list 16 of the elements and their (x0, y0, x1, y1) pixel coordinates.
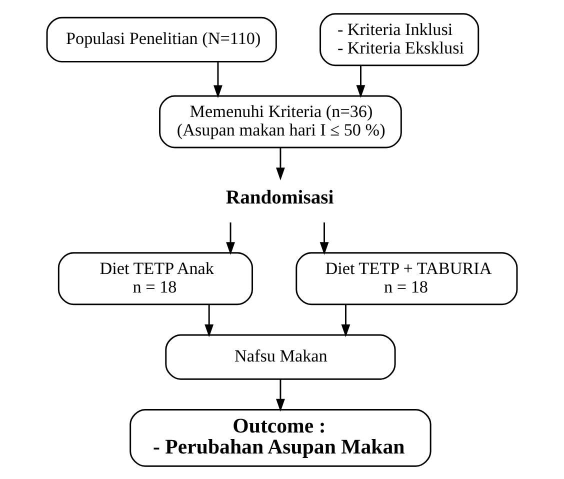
node-box: - Kriteria Inklusi - Kriteria Eksklusi (320, 12, 480, 66)
node-text: Randomisasi (226, 187, 334, 208)
node-box: Memenuhi Kriteria (n=36) (Asupan makan hari I ≤ 50 %) (159, 94, 402, 148)
node-box: Populasi Penelitian (N=110) (46, 16, 277, 62)
arrow (320, 222, 329, 254)
arrow (204, 304, 214, 337)
arrow (356, 65, 366, 98)
node-box: Diet TETP + TABURIA n = 18 (296, 252, 518, 305)
arrow (214, 62, 222, 98)
arrow (276, 378, 285, 412)
arrow (341, 304, 350, 337)
node-box: Nafsu Makan (165, 334, 396, 380)
arrow (226, 222, 235, 254)
node-box: Diet TETP Anak n = 18 (58, 252, 254, 305)
node-box: Outcome : - Perubahan Asupan Makan (130, 408, 432, 466)
arrow (276, 147, 285, 180)
